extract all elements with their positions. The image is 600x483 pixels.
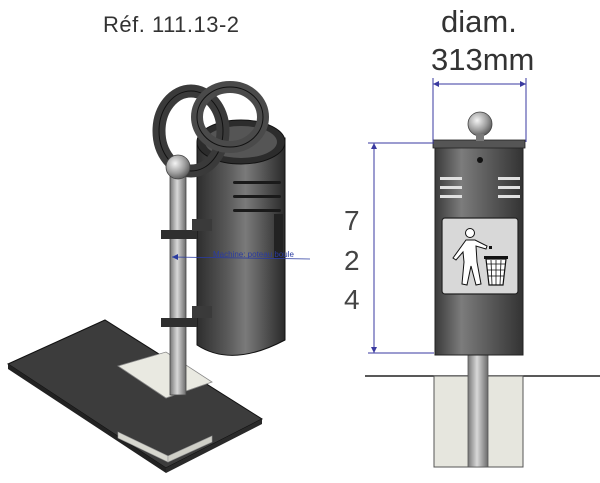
pole-clamps xyxy=(161,219,212,327)
height-digit-3: 4 xyxy=(344,284,360,315)
top-ball xyxy=(467,111,493,137)
height-digit-2: 2 xyxy=(344,245,360,276)
ventilation-slots xyxy=(440,177,520,198)
concrete-block xyxy=(117,351,213,463)
diameter-label-line2: 313mm xyxy=(431,42,535,77)
height-dimension xyxy=(368,142,434,354)
height-digit-1: 7 xyxy=(344,205,360,236)
ashtray-rings xyxy=(152,81,269,178)
callout-label: Machine: poteau boule xyxy=(213,250,294,259)
diameter-dimension xyxy=(432,78,527,142)
reference-label: Réf. 111.13-2 xyxy=(103,12,240,37)
pole xyxy=(165,154,191,396)
trash-bin-icon xyxy=(484,256,508,286)
callout-line xyxy=(171,254,311,260)
elevation-pole xyxy=(467,351,489,468)
isometric-view xyxy=(6,81,311,473)
elevation-view xyxy=(365,78,600,468)
base-plate xyxy=(6,319,264,473)
person-throwing-litter-icon xyxy=(452,228,492,286)
diameter-label-line1: diam. xyxy=(441,4,517,39)
